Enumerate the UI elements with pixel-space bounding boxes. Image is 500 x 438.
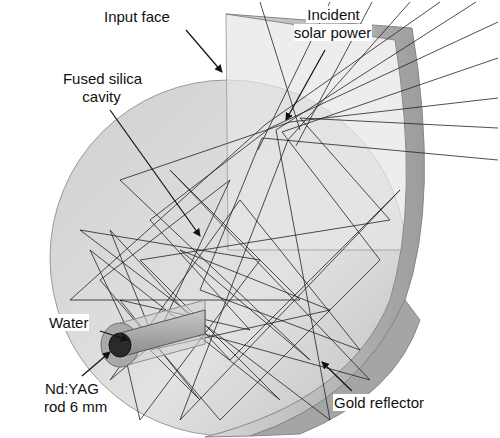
ray [288, 2, 410, 140]
label-text: Input face [103, 8, 171, 25]
ray [276, 2, 476, 130]
ray [110, 138, 360, 380]
part-label: Incident solar power [290, 6, 376, 42]
leader-arrow [186, 30, 222, 72]
ray [120, 122, 330, 360]
rod-end [109, 333, 131, 357]
leader-arrow [286, 50, 325, 120]
ray [290, 98, 498, 122]
label-text: Nd:YAG rod 6 mm [44, 380, 108, 415]
part-label: Nd:YAG rod 6 mm [44, 380, 116, 416]
ray [120, 128, 270, 400]
label-text: Gold reflector [333, 394, 425, 411]
ray [260, 2, 300, 130]
nd-yag-rod [120, 310, 205, 357]
ray [300, 118, 498, 128]
ray [100, 132, 380, 420]
gold-reflector-shell [205, 14, 424, 437]
leader-arrow [322, 362, 352, 391]
label-text: Incident solar power [294, 6, 373, 41]
part-label: Water [48, 314, 108, 332]
part-label: Fused silica cavity [56, 70, 148, 106]
leader-arrow [82, 352, 110, 376]
ray-bundle [70, 2, 498, 420]
part-label: Gold reflector [333, 394, 458, 412]
ray [80, 130, 330, 420]
ray [262, 138, 498, 160]
label-text: Fused silica cavity [62, 70, 142, 105]
ray [110, 140, 400, 420]
ray [70, 124, 370, 380]
leader-arrow [100, 331, 128, 340]
part-label: Input face [103, 8, 213, 26]
leader-arrow [110, 110, 200, 236]
label-text: Water [48, 314, 89, 331]
input-face-plane [226, 14, 410, 250]
